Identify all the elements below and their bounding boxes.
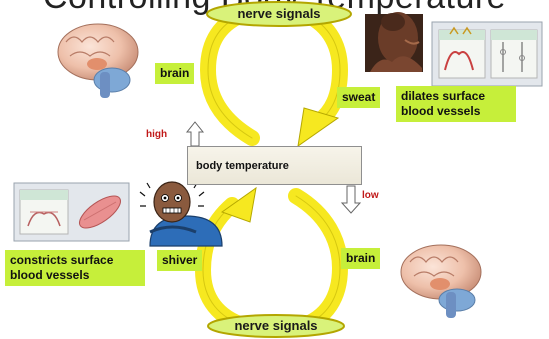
skin-dilation-diagram	[432, 22, 542, 86]
bottom-nerve-signals-label: nerve signals	[226, 318, 326, 333]
sweat-label: sweat	[337, 87, 380, 108]
brain-label-bottom: brain	[341, 248, 380, 269]
sweating-man-photo	[365, 12, 423, 72]
top-loop	[208, 13, 340, 146]
bottom-loop	[203, 188, 340, 326]
brain-icon	[58, 24, 138, 98]
body-temperature-box: body temperature	[187, 146, 362, 185]
shiver-label: shiver	[157, 250, 202, 271]
low-label: low	[362, 190, 379, 201]
dilates-label: dilates surface blood vessels	[396, 86, 516, 122]
brain-label-top: brain	[155, 63, 194, 84]
brain-icon	[401, 245, 481, 318]
skin-constriction-diagram	[14, 183, 129, 241]
body-temperature-label: body temperature	[196, 160, 289, 172]
shivering-person-icon	[140, 182, 222, 246]
high-label: high	[146, 129, 167, 140]
low-arrow	[342, 186, 360, 213]
top-nerve-signals-label: nerve signals	[229, 6, 329, 21]
high-arrow	[187, 122, 203, 146]
constricts-label: constricts surface blood vessels	[5, 250, 145, 286]
